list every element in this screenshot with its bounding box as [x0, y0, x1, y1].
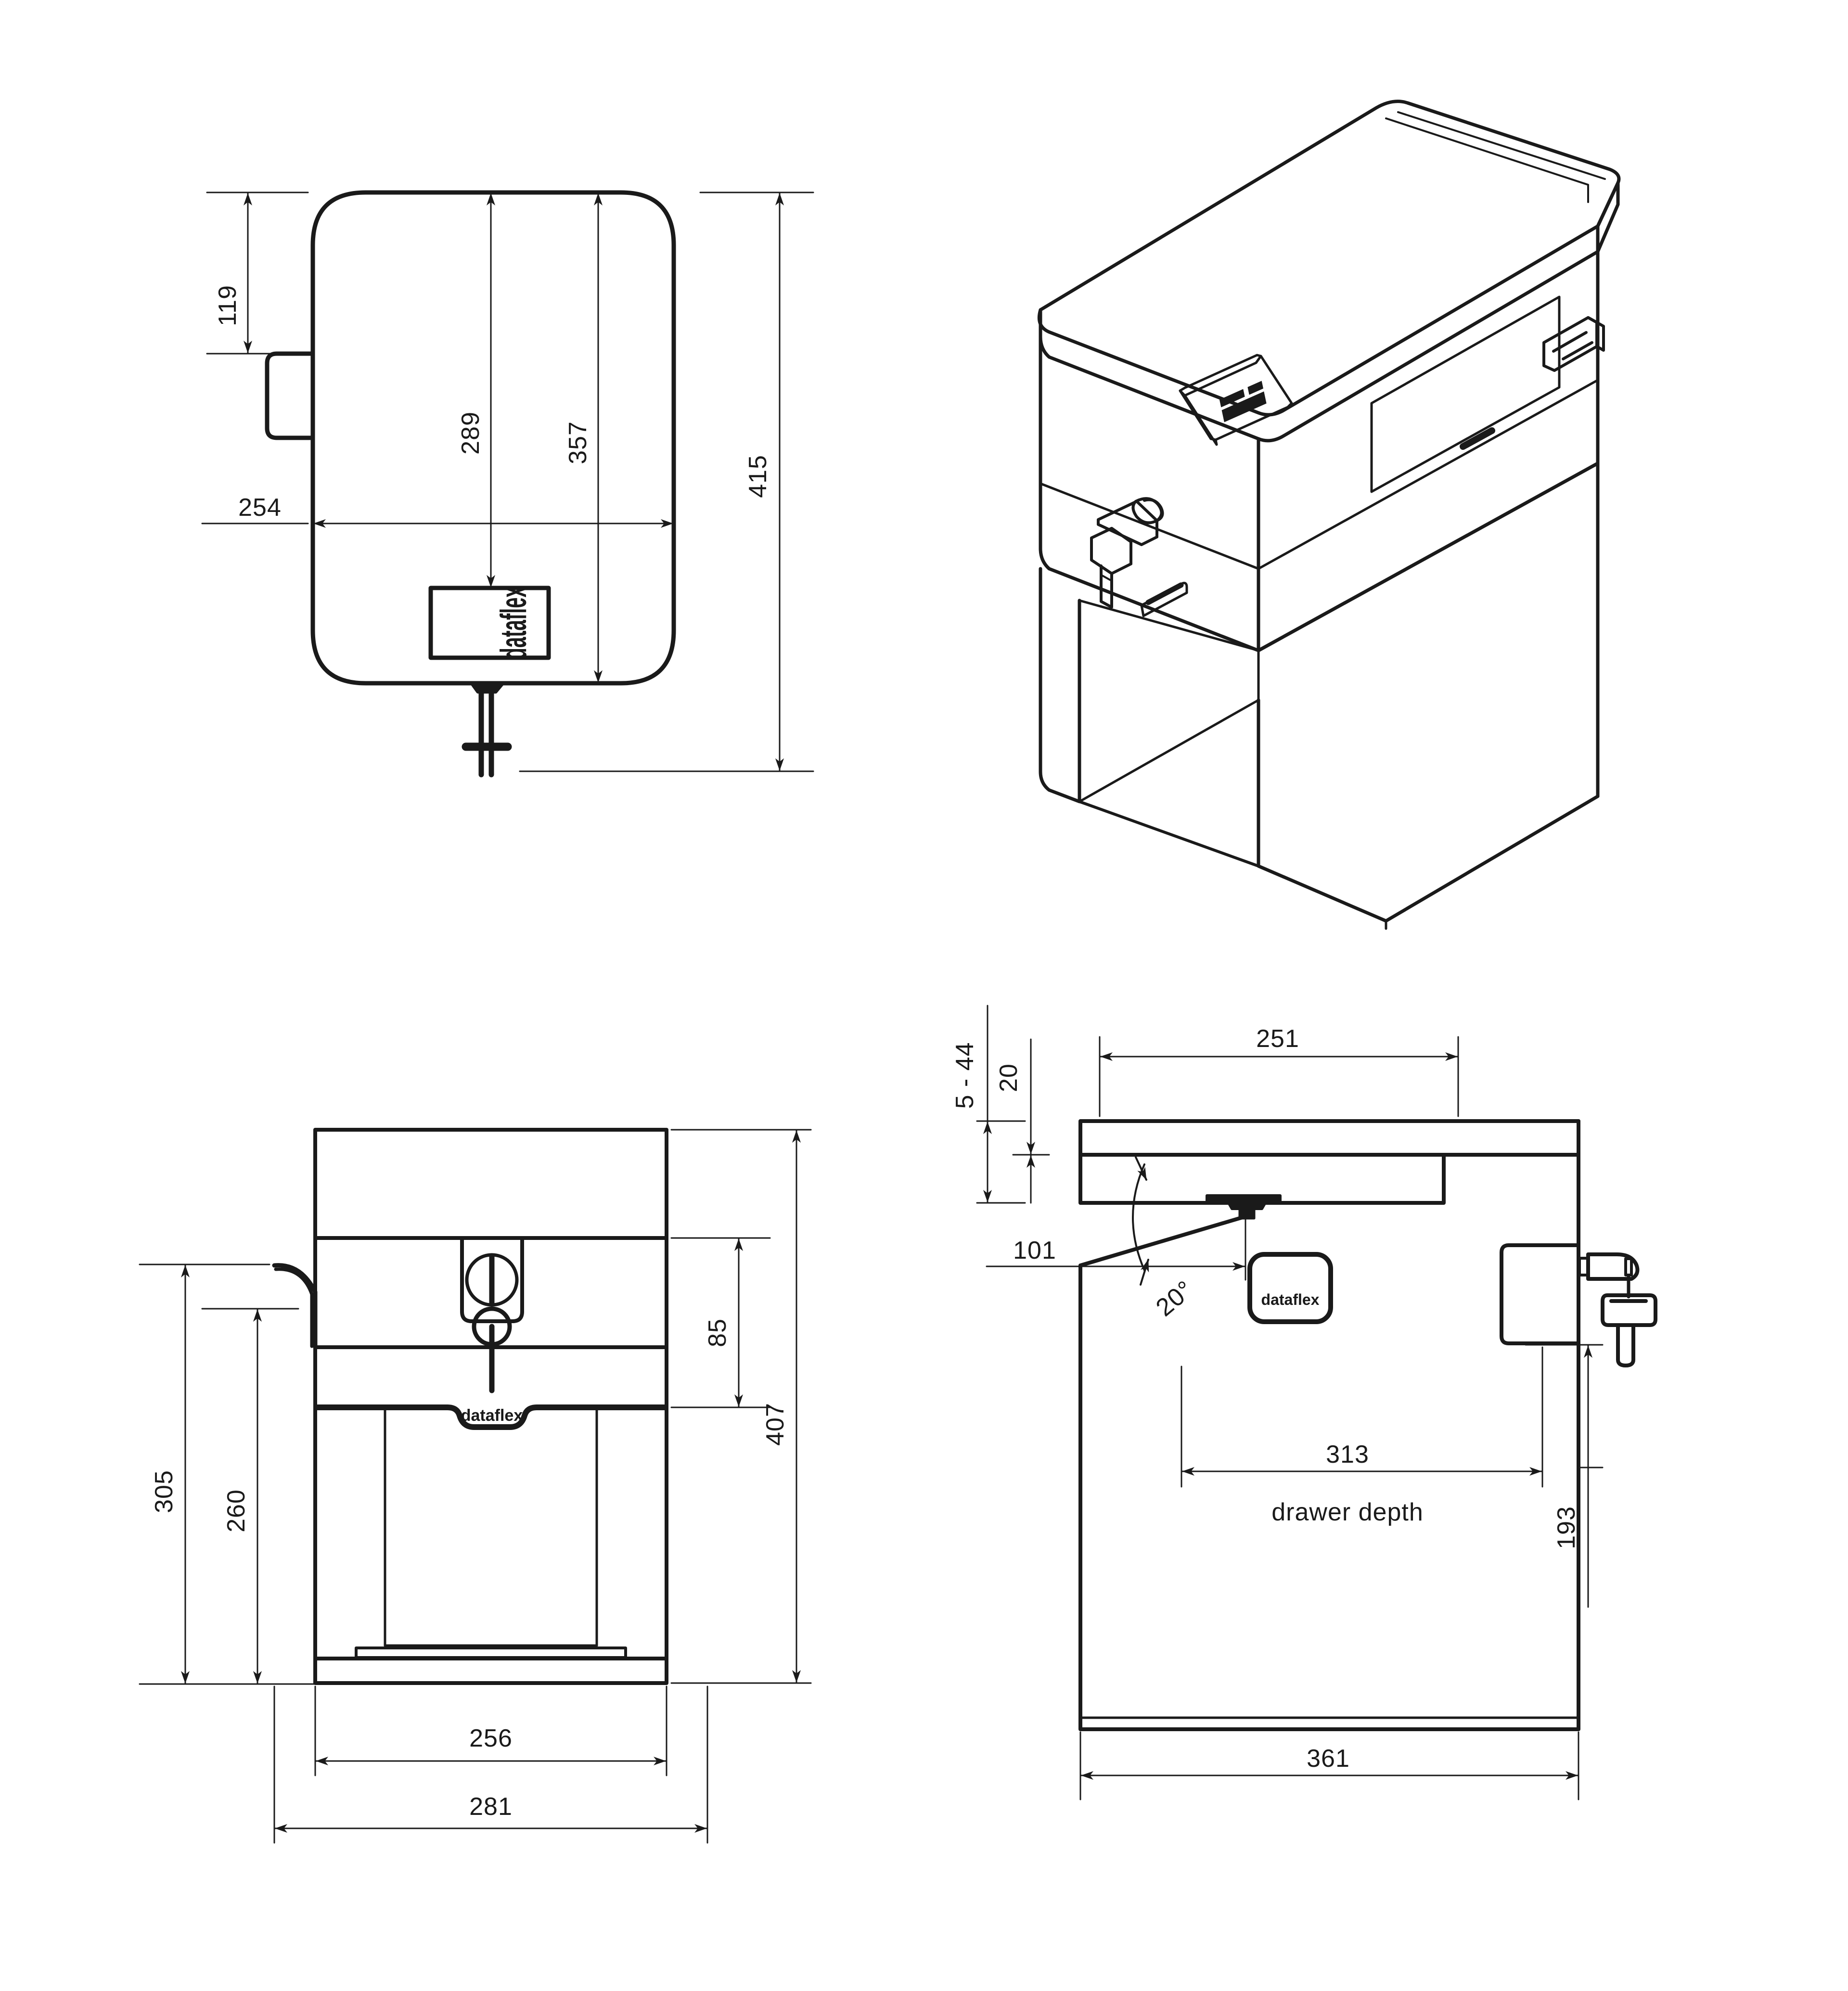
- front-side-handle-hook2: [274, 1267, 314, 1348]
- dim-label-20: 20: [995, 1063, 1023, 1092]
- dim-label-5-44: 5 - 44: [951, 1042, 979, 1109]
- dim-label-281: 281: [469, 1793, 513, 1821]
- dim-label-20deg: 20°: [1151, 1276, 1199, 1322]
- iso-lock-barrel-inner: [1143, 498, 1164, 522]
- side-cabinet-outline: [1078, 1119, 1580, 1731]
- iso-top-face: [1037, 100, 1621, 417]
- iso-top-seam-2: [1397, 111, 1606, 180]
- dim-label-313: 313: [1326, 1441, 1369, 1468]
- isometric-view-group: [1037, 100, 1621, 930]
- iso-cabinet-left-face: [1039, 335, 1260, 652]
- front-view-dataflex-logo: dataflex: [461, 1406, 523, 1425]
- side-key-head: [1601, 1293, 1657, 1327]
- svg-text:dataflex: dataflex: [1261, 1291, 1320, 1308]
- top-view-side-lug: [265, 351, 315, 440]
- top-view-dataflex-logo: dataflex: [493, 587, 534, 659]
- iso-cabinet-right-face: [1257, 250, 1600, 652]
- dim-label-305: 305: [150, 1470, 178, 1513]
- side-clamp-pad: [1206, 1194, 1282, 1210]
- dim-label-361: 361: [1307, 1745, 1350, 1773]
- iso-corner-vent-l2: [1562, 341, 1593, 360]
- dim-label-415: 415: [744, 455, 772, 498]
- front-base-plinth: [313, 1657, 668, 1685]
- side-clamp-lower-plate: [1078, 1153, 1446, 1205]
- iso-logo-plate-edge2: [1183, 355, 1262, 397]
- front-top-plate: [313, 1128, 668, 1240]
- top-view-body-outline: [310, 190, 676, 686]
- dim-label-254: 254: [238, 494, 282, 522]
- side-key-blade: [1616, 1323, 1635, 1367]
- front-view-group: [272, 1128, 668, 1685]
- svg-text:dataflex: dataflex: [493, 587, 534, 659]
- side-view-dataflex-logo: dataflex: [1261, 1291, 1320, 1308]
- side-view-dimensions: [976, 1005, 1604, 1800]
- iso-lock-plate: [1097, 500, 1158, 546]
- iso-base-top-face: [1078, 599, 1260, 803]
- side-angle-arc: [1132, 1163, 1145, 1271]
- front-lock-housing: [460, 1236, 524, 1323]
- front-side-handle-hook: [272, 1263, 318, 1350]
- side-angle-arrow-bot: [1140, 1259, 1149, 1286]
- iso-drawer-pull-slot: [1460, 427, 1495, 450]
- iso-top-plate-right-edge2: [1596, 181, 1620, 254]
- front-drawer-handle-recess: [315, 1404, 668, 1430]
- side-view-group: [1078, 1119, 1657, 1731]
- top-view-panel: [428, 586, 551, 660]
- dim-label-85: 85: [704, 1318, 732, 1347]
- iso-top-seam-1: [1385, 117, 1589, 203]
- top-view-lock-base: [470, 681, 505, 694]
- iso-base-front-step: [1078, 800, 1260, 868]
- dim-label-357: 357: [564, 421, 592, 464]
- iso-lock-assembly: [1090, 497, 1188, 617]
- front-lower-cabinet: [313, 1345, 668, 1660]
- iso-band-left: [1039, 482, 1260, 570]
- iso-logo-plate-edge: [1179, 389, 1218, 446]
- iso-corner-vent-cap: [1587, 316, 1605, 352]
- dim-label-119: 119: [214, 285, 242, 326]
- dim-label-193: 193: [1553, 1506, 1580, 1549]
- iso-lock-label-strip: [1140, 582, 1188, 617]
- brand-wordmarks: dataflex dataflex dataflex: [461, 587, 1320, 1425]
- svg-text:dataflex: dataflex: [461, 1406, 523, 1425]
- iso-key-head: [1090, 527, 1132, 575]
- dim-label-256: 256: [469, 1724, 513, 1752]
- iso-top-plate-right-edge: [1596, 181, 1620, 228]
- top-view-group: [265, 190, 676, 778]
- front-view-dimensions: [139, 1129, 812, 1844]
- side-lock-barrel-cap: [1624, 1257, 1633, 1276]
- dim-label-101: 101: [1013, 1237, 1056, 1264]
- iso-base-left-face: [1039, 567, 1081, 804]
- iso-logo-glyph: [1219, 381, 1267, 422]
- side-lock-barrel: [1586, 1252, 1640, 1281]
- iso-base-under: [1048, 789, 1081, 803]
- iso-key-blade: [1100, 564, 1113, 609]
- side-dataflex-badge: [1247, 1252, 1333, 1324]
- side-desktop-slab: [1078, 1119, 1580, 1157]
- note-drawer-depth: drawer depth: [1271, 1498, 1424, 1526]
- side-lock-block: [1500, 1243, 1580, 1345]
- dim-label-289: 289: [457, 411, 485, 455]
- front-drawer-kick: [355, 1646, 627, 1659]
- iso-lock-label-hatch: [1145, 582, 1184, 605]
- iso-key-notch: [1101, 574, 1112, 581]
- iso-base-body-right: [1257, 461, 1600, 923]
- iso-band-right: [1257, 379, 1599, 570]
- iso-corner-vent-l1: [1552, 331, 1588, 353]
- top-view-dimensions: [201, 191, 814, 772]
- dim-label-407: 407: [761, 1403, 789, 1446]
- side-angle-arrow-top: [1135, 1156, 1147, 1181]
- iso-drawer-panel: [1370, 295, 1561, 493]
- dim-label-260: 260: [222, 1489, 250, 1532]
- dim-label-251: 251: [1256, 1025, 1299, 1053]
